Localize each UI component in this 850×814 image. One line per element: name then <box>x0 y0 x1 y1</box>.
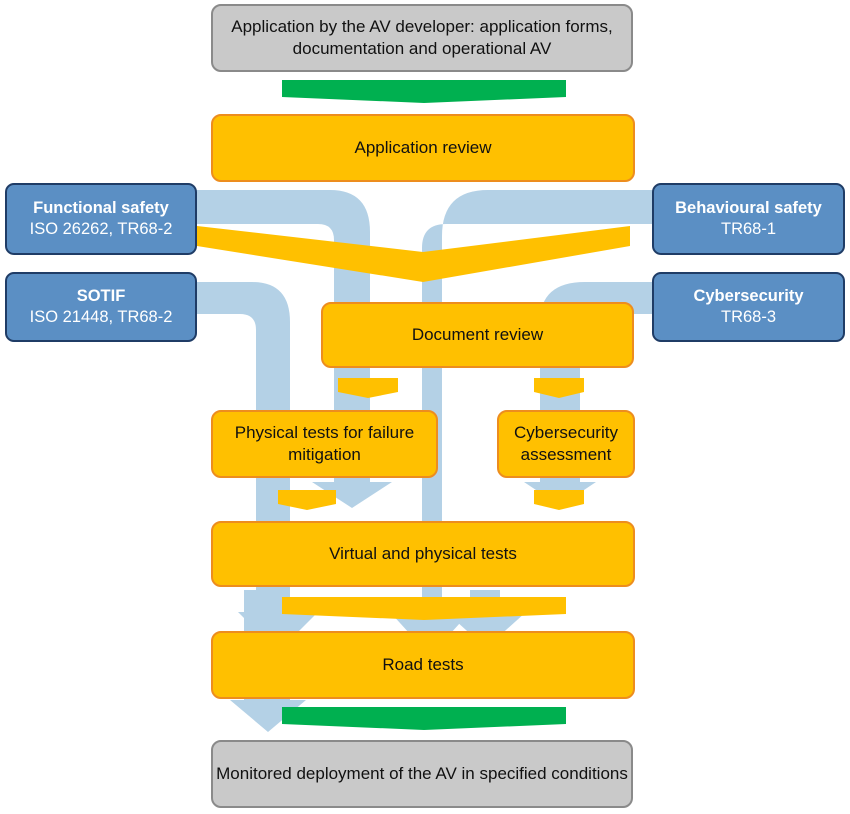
sotif-box: SOTIF ISO 21448, TR68-2 <box>5 272 197 342</box>
physical-tests-label: Physical tests for failure mitigation <box>234 422 415 464</box>
monitored-deployment-box: Monitored deployment of the AV in specif… <box>211 740 633 808</box>
functional-safety-title: Functional safety <box>33 198 169 217</box>
behavioural-safety-title: Behavioural safety <box>675 198 822 217</box>
process-arrows <box>197 226 630 620</box>
application-review-box: Application review <box>211 114 635 182</box>
application-submission-box: Application by the AV developer: applica… <box>211 4 633 72</box>
behavioural-safety-box: Behavioural safety TR68-1 <box>652 183 845 255</box>
green-arrows <box>282 80 566 730</box>
functional-safety-ref: ISO 26262, TR68-2 <box>29 220 173 238</box>
road-to-deploy-green-arrow <box>282 707 566 730</box>
physical-tests-box: Physical tests for failure mitigation <box>211 410 438 478</box>
sotif-ref: ISO 21448, TR68-2 <box>29 308 173 326</box>
start-to-review-green-arrow <box>282 80 566 103</box>
cybersecurity-ref: TR68-3 <box>720 308 777 326</box>
road-tests-label: Road tests <box>382 654 464 674</box>
cyber-to-virtual-chevron <box>534 490 584 510</box>
document-review-box: Document review <box>321 302 634 368</box>
application-submission-text: Application by the AV developer: applica… <box>231 16 613 58</box>
cybersecurity-assessment-label: Cybersecurity assessment <box>514 422 618 464</box>
road-tests-box: Road tests <box>211 631 635 699</box>
monitored-deployment-text: Monitored deployment of the AV in specif… <box>216 763 628 783</box>
cybersecurity-title: Cybersecurity <box>693 286 804 305</box>
merge-flow-right <box>446 590 526 648</box>
doc-to-cyber-chevron <box>534 378 584 398</box>
physical-to-virtual-chevron <box>278 490 336 510</box>
virtual-physical-tests-label: Virtual and physical tests <box>329 543 517 563</box>
cybersecurity-assessment-box: Cybersecurity assessment <box>497 410 635 478</box>
sotif-title: SOTIF <box>76 286 126 305</box>
doc-to-physical-chevron <box>338 378 398 398</box>
merge-arrow-chevron <box>197 226 630 282</box>
behavioural-safety-ref: TR68-1 <box>720 220 777 238</box>
functional-safety-box: Functional safety ISO 26262, TR68-2 <box>5 183 197 255</box>
virtual-to-road-chevron <box>282 597 566 620</box>
cybersecurity-standard-box: Cybersecurity TR68-3 <box>652 272 845 342</box>
virtual-physical-tests-box: Virtual and physical tests <box>211 521 635 587</box>
document-review-label: Document review <box>411 324 544 344</box>
application-review-label: Application review <box>354 137 492 157</box>
